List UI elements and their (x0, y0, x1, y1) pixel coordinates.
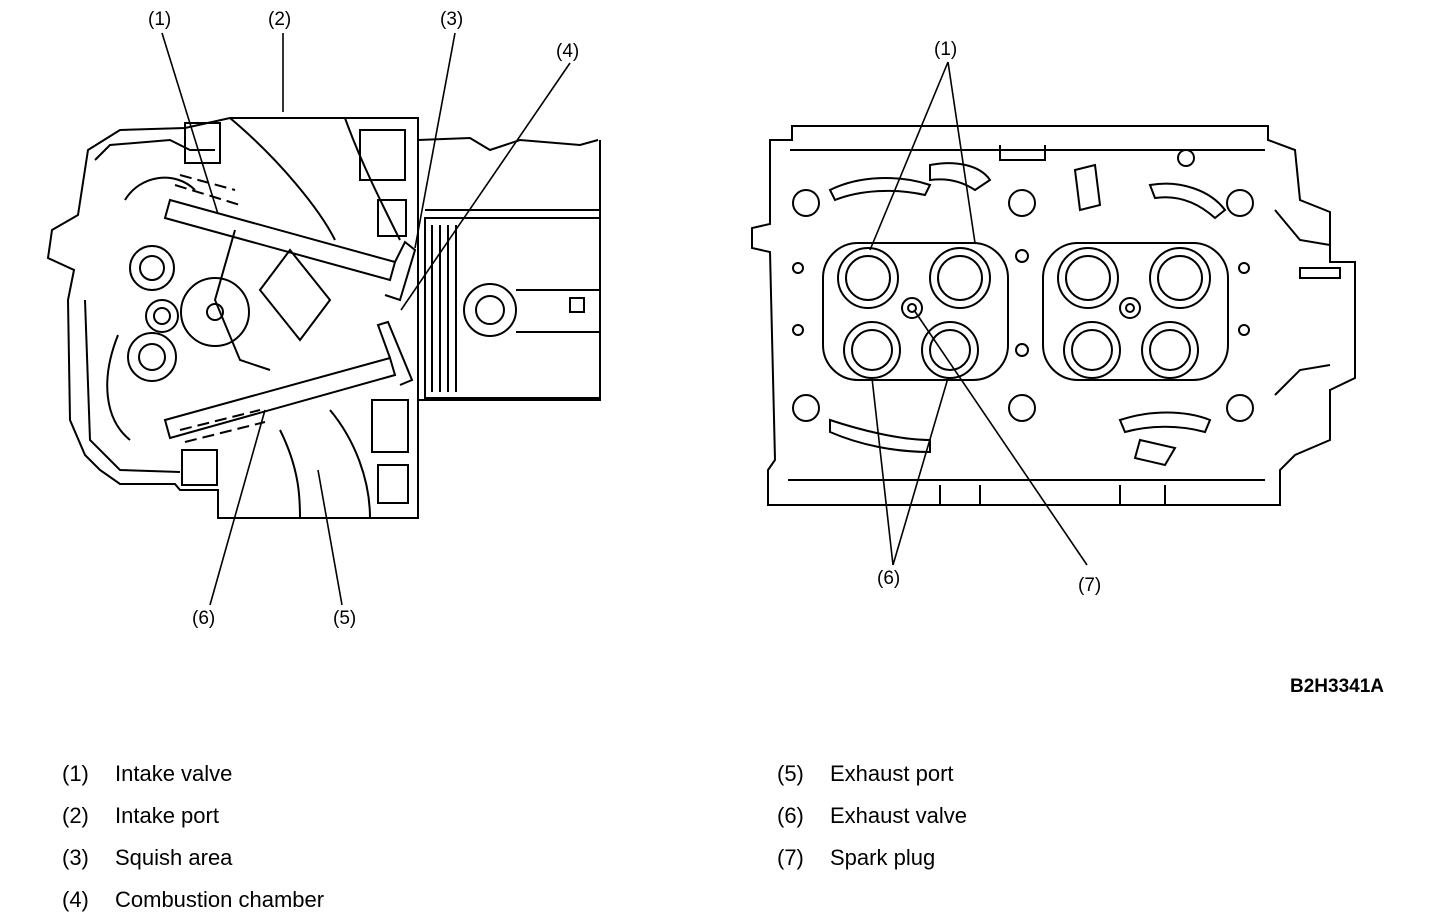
callout-1-side: (1) (148, 9, 172, 30)
cylinder-block (417, 136, 601, 401)
piston (424, 217, 601, 399)
callout-6-side: (6) (192, 608, 216, 629)
leader-5 (317, 469, 343, 606)
intake-camshaft (129, 245, 175, 291)
legend-number: (2) (62, 803, 89, 828)
figure-code: B2H3341A (1290, 676, 1384, 697)
leader-1a (869, 61, 949, 251)
callout-4-side: (4) (556, 41, 580, 62)
callout-6-bottom: (6) (877, 568, 901, 589)
exhaust-port-wall (279, 409, 371, 519)
legend-text: Exhaust valve (830, 803, 967, 828)
leader-1b (947, 61, 976, 244)
legend-text: Spark plug (830, 845, 936, 870)
side-leader-lines (161, 32, 571, 606)
legend-text: Intake port (115, 803, 219, 828)
legend-text: Combustion chamber (115, 887, 325, 912)
callout-2-side: (2) (268, 9, 292, 30)
legend-number: (1) (62, 761, 89, 786)
callout-3-side: (3) (440, 9, 464, 30)
spark-plug-right (1119, 297, 1141, 319)
piston-pin (463, 283, 517, 337)
legend-text: Exhaust port (830, 761, 954, 786)
combustion-chamber-right (1042, 242, 1229, 381)
cam-pulley (180, 277, 250, 347)
legend-number: (3) (62, 845, 89, 870)
leader-7 (913, 309, 1088, 566)
center-camshaft (145, 299, 179, 333)
intake-valve-stem (163, 198, 397, 282)
exhaust-valve-stem (163, 356, 397, 440)
leader-6 (209, 409, 266, 606)
leader-4 (400, 62, 571, 311)
callout-1-bottom: (1) (934, 39, 958, 60)
bottom-leader-lines (869, 61, 1088, 566)
callout-5-side: (5) (333, 608, 357, 629)
legend-number: (4) (62, 887, 89, 912)
cam-housing-outline (46, 117, 419, 519)
side-section-view (46, 117, 601, 519)
combustion-chamber-left (822, 242, 1009, 381)
spark-plug-left (901, 297, 923, 319)
leader-6b (892, 377, 949, 566)
legend-text: Squish area (115, 845, 233, 870)
legend-text: Intake valve (115, 761, 233, 786)
head-bottom-view (751, 125, 1356, 506)
connecting-rod (516, 289, 600, 333)
head-outline (751, 125, 1356, 506)
leader-3 (414, 32, 456, 249)
callout-7-bottom: (7) (1078, 575, 1102, 596)
leader-6a (871, 377, 894, 566)
legend-number: (7) (777, 845, 804, 870)
legend-number: (5) (777, 761, 804, 786)
legend-number: (6) (777, 803, 804, 828)
exhaust-camshaft (127, 332, 177, 382)
leader-1 (161, 32, 219, 215)
